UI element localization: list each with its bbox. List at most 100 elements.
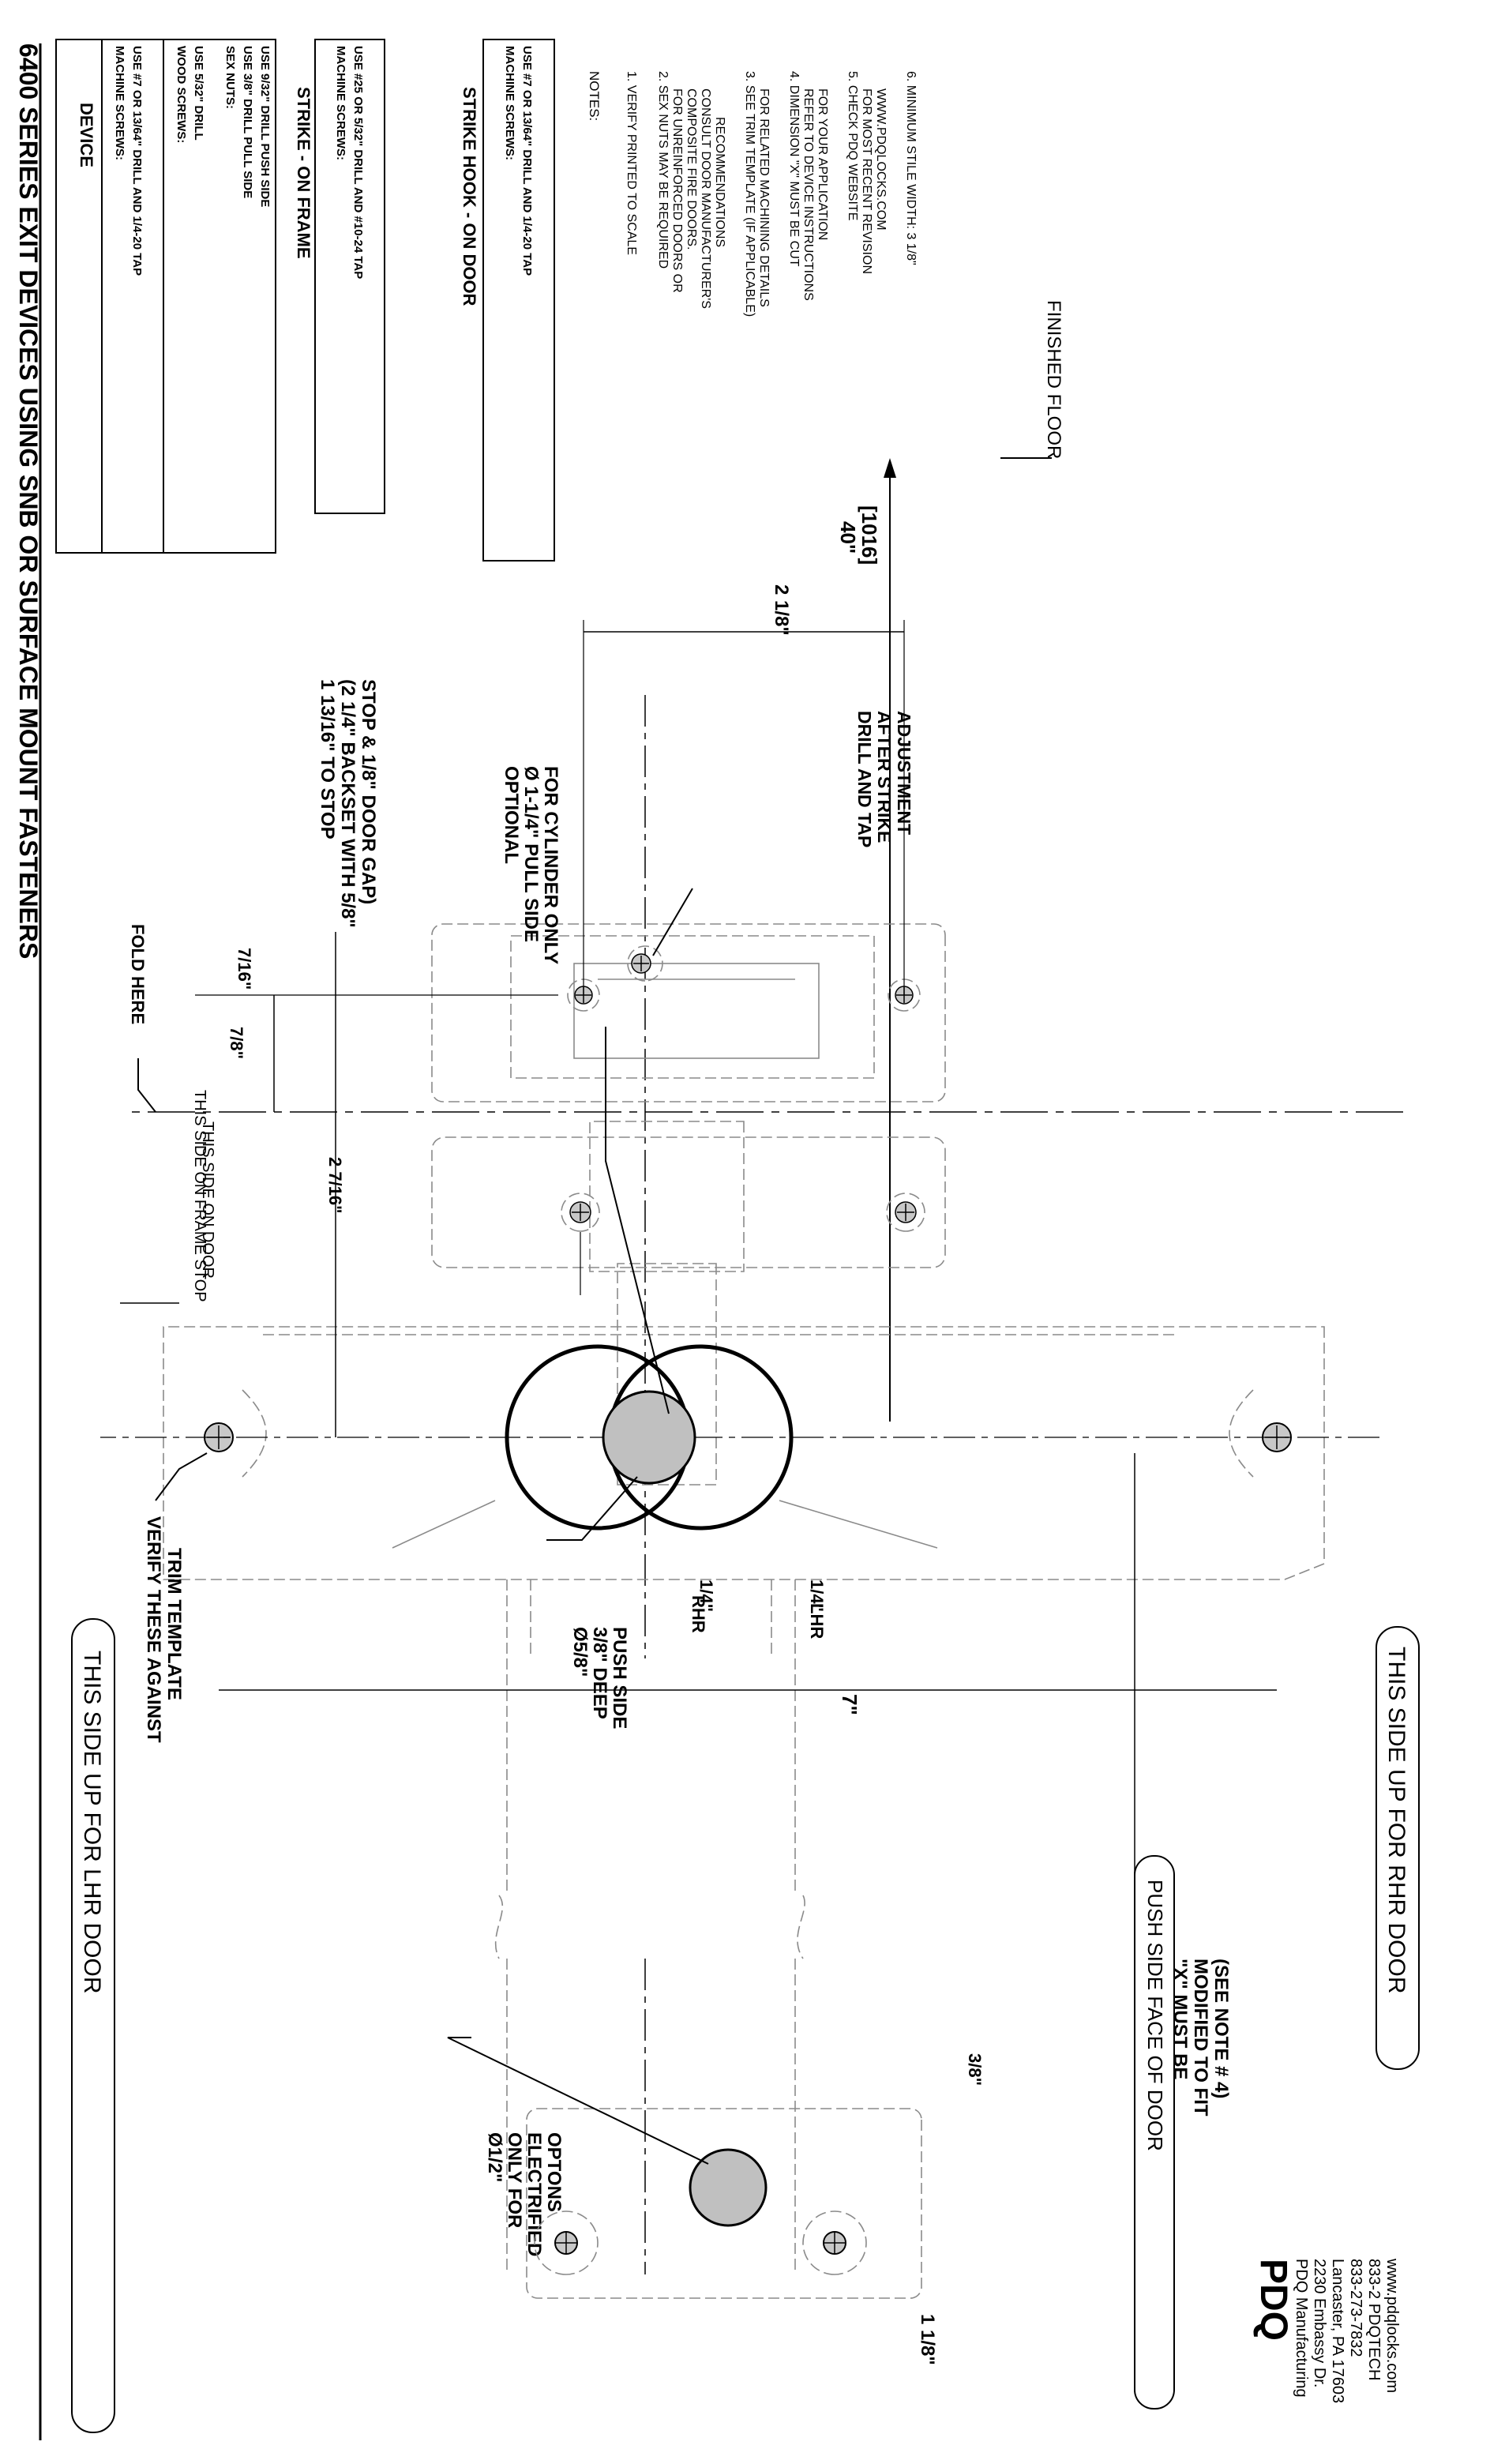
dim-1-4-lhr: 1/4"	[807, 1579, 827, 1612]
electrified-leader	[447, 2037, 709, 2165]
lower-screw-1	[534, 2210, 599, 2275]
device-sex-nuts-label: SEX NUTS:	[223, 46, 237, 109]
x-cut-label: MODIFIED TO FIT	[1190, 1959, 1211, 2117]
note-line: 4. DIMENSION "X" MUST BE CUT	[787, 71, 801, 267]
strike-hook-heading: STRIKE HOOK - ON DOOR	[460, 87, 479, 306]
note-line: WWW.PDQLOCKS.COM	[874, 88, 888, 231]
rhr-door-badge	[1376, 1626, 1420, 2070]
device-wood-screws-value: USE 5/32" DRILL	[192, 46, 205, 141]
device-machine-screws-label: MACHINE SCREWS:	[113, 46, 126, 160]
strike-frame-heading: STRIKE - ON FRAME	[294, 87, 313, 259]
electrified-label: OPTONS	[543, 2132, 565, 2212]
height-arrow	[884, 458, 896, 478]
drill-tap-label: DRILL AND TAP	[854, 711, 875, 847]
note-line: 1. VERIFY PRINTED TO SCALE	[625, 71, 638, 255]
device-machine-screws-value: USE #7 OR 13/64" DRILL AND 1/4-20 TAP	[130, 46, 144, 276]
note-line: COMPOSITE FIRE DOORS.	[685, 88, 698, 250]
note-line: 3. SEE TRIM TEMPLATE (IF APPLICABLE)	[743, 71, 756, 317]
note-line: FOR RELATED MACHINING DETAILS	[757, 88, 771, 307]
strike-hook-screws-label: MACHINE SCREWS:	[503, 46, 516, 160]
note-line: RECOMMENDATIONS	[713, 117, 726, 247]
push-side-hole	[602, 1390, 696, 1485]
optional-label: Ø 1-1/4" PULL SIDE	[520, 766, 542, 942]
note-line: FOR YOUR APPLICATION	[816, 88, 829, 240]
height-dim: 40"	[836, 521, 860, 554]
note-line: FOR UNREINFORCED DOORS OR	[670, 88, 684, 293]
on-door-label: THIS SIDE ON DOOR	[199, 1121, 216, 1279]
push-hole-label: Ø5/8"	[569, 1627, 591, 1677]
fold-here-label: FOLD HERE	[128, 924, 148, 1024]
device-sex-nuts-push: USE 9/32" DRILL PUSH SIDE	[258, 46, 272, 207]
backset-label: 1 13/16" TO STOP	[317, 679, 338, 839]
dim-3-8: 3/8"	[965, 2053, 985, 2086]
drill-tap-label: AFTER STRIKE	[874, 711, 895, 843]
note-line: 6. MINIMUM STILE WIDTH: 3 1/8"	[904, 71, 918, 265]
page-title: 6400 SERIES EXIT DEVICES USING SNB OR SU…	[14, 43, 43, 959]
optional-leader	[605, 1027, 670, 1414]
company-address2: Lancaster, PA 17603	[1329, 2259, 1346, 2403]
rhr-door-label: THIS SIDE UP FOR RHR DOOR	[1383, 1647, 1409, 1993]
push-hole-leader	[546, 1476, 638, 1541]
strike-frame-outline	[431, 923, 946, 1102]
push-hole-label: 3/8" DEEP	[589, 1627, 610, 1719]
note-line: 5. CHECK PDQ WEBSITE	[846, 71, 859, 220]
notes-heading: NOTES:	[587, 71, 602, 121]
dim-1-1-8: 1 1/8"	[917, 2314, 938, 2365]
strike-hook-screws-value: USE #7 OR 13/64" DRILL AND 1/4-20 TAP	[520, 46, 534, 276]
electrified-label: ELECTRIFIED	[524, 2132, 545, 2256]
dim-7: 7"	[838, 1694, 861, 1715]
drill-tap-label: ADJUSTMENT	[894, 711, 914, 835]
note-line: CONSULT DOOR MANUFACTURER'S	[699, 88, 712, 309]
verify-trim-label: TRIM TEMPLATE	[163, 1548, 185, 1700]
dim-7-16: 7/16"	[235, 948, 254, 990]
electrified-hole	[689, 2148, 768, 2227]
company-phone-alt: 833-2 PDQTECH	[1365, 2259, 1383, 2381]
note-line: FOR MOST RECENT REVISION	[860, 88, 873, 274]
fastener-table: DEVICE MACHINE SCREWS: USE #7 OR 13/64" …	[55, 39, 555, 562]
company-web: www.pdqlocks.com	[1383, 2258, 1401, 2393]
x-cut-label: "X" MUST BE	[1169, 1959, 1191, 2079]
notes: NOTES: 1. VERIFY PRINTED TO SCALE 2. SEX…	[587, 71, 918, 317]
strike-frame-screws-value: USE #25 OR 5/32" DRILL AND #10-24 TAP	[351, 46, 365, 279]
lhr-door-label: THIS SIDE UP FOR LHR DOOR	[79, 1651, 105, 1994]
push-side-badge	[1134, 1855, 1175, 2410]
lhr-label: LHR	[807, 1603, 827, 1639]
device-outline	[163, 1326, 1325, 2299]
lhr-door-badge	[71, 1618, 115, 2433]
note-line: 2. SEX NUTS MAY BE REQUIRED	[656, 71, 670, 269]
strike-frame-screws-label: MACHINE SCREWS:	[334, 46, 347, 160]
push-hole-label: PUSH SIDE	[609, 1627, 630, 1729]
company-block: PDQ PDQ Manufacturing 2230 Embassy Dr. L…	[1252, 2258, 1401, 2403]
pdq-logo: PDQ	[1252, 2259, 1294, 2341]
fold-leader	[137, 1058, 156, 1113]
drill-tap-leader	[652, 888, 693, 956]
device-heading: DEVICE	[77, 103, 96, 167]
backset-label: (2 1/4" BACKSET WITH 5/8"	[337, 679, 358, 928]
backset-label: STOP & 1/8" DOOR GAP)	[358, 679, 379, 904]
frame-stop-label: THIS SIDE ON FRAME STOP	[191, 1090, 208, 1302]
electrified-label: Ø1/2"	[484, 2132, 505, 2182]
height-dim-mm: [1016]	[858, 505, 881, 565]
device-sex-nuts-pull: USE 3/8" DRILL PULL SIDE	[241, 46, 254, 198]
optional-label: OPTIONAL	[501, 766, 522, 864]
device-wood-screws-label: WOOD SCREWS:	[175, 46, 188, 143]
lower-screw-2	[802, 2210, 867, 2275]
optional-label: FOR CYLINDER ONLY	[540, 766, 561, 964]
company-name: PDQ Manufacturing	[1293, 2259, 1310, 2398]
push-side-label: PUSH SIDE FACE OF DOOR	[1143, 1880, 1167, 2151]
strike-spacing-dim: 2 1/8"	[771, 584, 792, 636]
dim-7-8: 7/8"	[227, 1027, 246, 1059]
electrified-label: ONLY FOR	[504, 2132, 525, 2228]
dim-1-4-rhr: 1/4"	[696, 1579, 716, 1612]
strike-hook-outline	[431, 1121, 946, 1486]
verify-trim-leader	[155, 1452, 208, 1501]
verify-trim-label: VERIFY THESE AGAINST	[143, 1516, 164, 1743]
note-line: REFER TO DEVICE INSTRUCTIONS	[801, 88, 815, 301]
finished-floor-label: FINISHED FLOOR	[1043, 300, 1064, 459]
company-address1: 2230 Embassy Dr.	[1311, 2259, 1328, 2387]
rhr-label: RHR	[689, 1595, 708, 1633]
company-phone: 833-273-7832	[1347, 2259, 1364, 2357]
